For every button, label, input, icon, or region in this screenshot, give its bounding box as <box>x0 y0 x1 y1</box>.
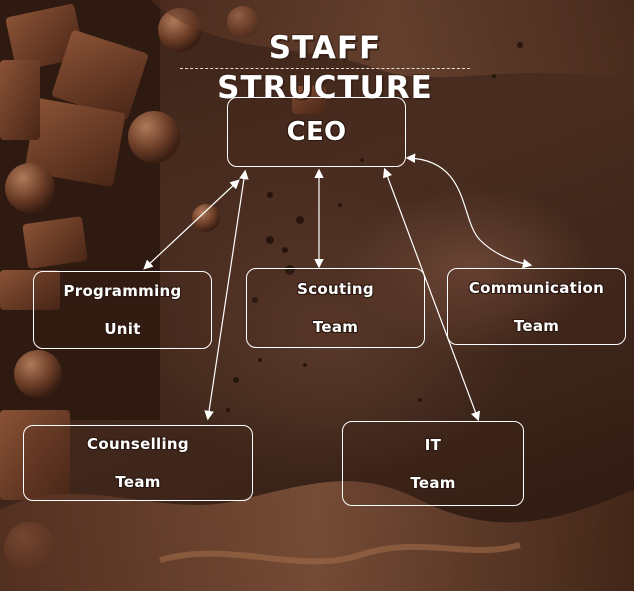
programming-unit-box[interactable]: Programming Unit <box>33 271 212 349</box>
communication-team-label-line2: Team <box>513 316 560 335</box>
scouting-team-label-line2: Team <box>312 318 359 336</box>
ceo-box[interactable]: CEO <box>227 97 406 167</box>
it-team-label-line1: IT <box>424 435 442 454</box>
it-team-box[interactable]: IT Team <box>342 421 524 506</box>
counselling-team-box[interactable]: Counselling Team <box>23 425 253 501</box>
counselling-team-label-line1: Counselling <box>87 435 189 453</box>
programming-unit-label-line2: Unit <box>104 320 141 338</box>
communication-team-label-line1: Communication <box>468 278 605 297</box>
counselling-team-label-line2: Team <box>115 473 161 491</box>
programming-unit-label-line1: Programming <box>63 282 182 300</box>
it-team-label-line2: Team <box>410 473 456 492</box>
page-title: STAFF STRUCTURE <box>180 28 470 106</box>
communication-team-box[interactable]: Communication Team <box>447 268 626 345</box>
scouting-team-box[interactable]: Scouting Team <box>246 268 425 348</box>
ceo-label: CEO <box>286 117 347 147</box>
scouting-team-label-line1: Scouting <box>297 280 374 298</box>
